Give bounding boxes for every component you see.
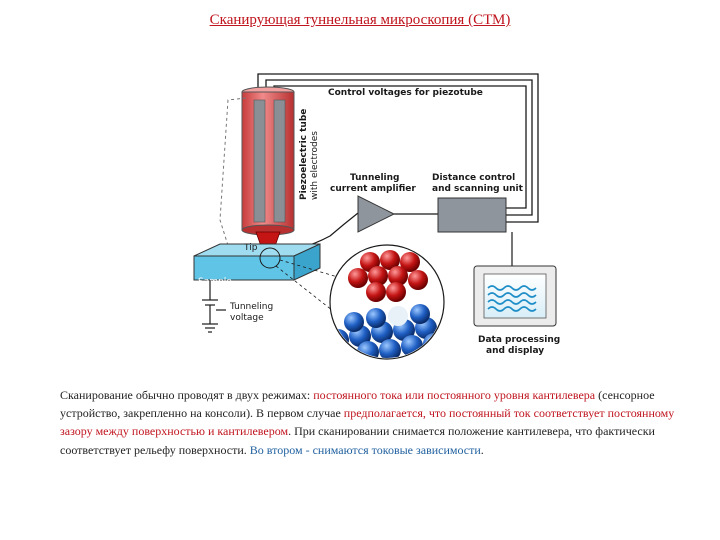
piezo-label: Piezoelectric tube with electrodes — [299, 109, 320, 200]
tv-label-2: voltage — [230, 313, 264, 323]
sample-block — [193, 243, 321, 281]
screen-waves — [487, 285, 537, 312]
data-label-1: Data processing — [478, 335, 560, 345]
desc-part-3: (сенсорное устройство, закрепленно на ко… — [60, 388, 655, 421]
data-label-2: and display — [486, 346, 544, 356]
tip-wire — [299, 212, 359, 249]
desc-part-2: постоянного тока или постоянного уровня … — [313, 388, 596, 402]
tip-label: Tip — [243, 243, 258, 253]
piezo-label-1: Piezoelectric tube — [299, 109, 309, 200]
description-text: Сканирование обычно проводят в двух режи… — [60, 386, 700, 459]
distance-control-box — [437, 197, 507, 233]
piezo-tube — [241, 86, 295, 268]
tv-label-1: Tunneling — [229, 302, 273, 312]
tip-atoms — [348, 250, 428, 302]
piezo-label-2: with electrodes — [310, 131, 320, 200]
lead-dashed — [219, 97, 247, 259]
desc-part-4: предполагается, что постоянный ток соотв… — [60, 406, 675, 439]
dist-label-1: Distance control — [432, 173, 515, 183]
amp-label-1: Tunneling — [350, 173, 400, 183]
atomic-view — [329, 244, 445, 360]
desc-part-7: . — [480, 442, 484, 457]
desc-part-5: . При сканировании снимается положение к… — [60, 424, 655, 457]
sample-label: Sample — [198, 277, 232, 287]
display-monitor — [473, 265, 557, 327]
tunneling-voltage-circuit — [202, 280, 226, 333]
page-title: Сканирующая туннельная микроскопия (СТМ) — [209, 12, 511, 28]
amplifier-triangle — [357, 195, 396, 233]
desc-part-6: Во втором - снимаются токовые зависимост… — [249, 442, 481, 457]
desc-part-1: Сканирование обычно проводят в двух режи… — [60, 388, 314, 402]
control-label: Control voltages for piezotube — [328, 88, 483, 98]
dist-label-2: and scanning unit — [432, 184, 524, 194]
amp-label-2: current amplifier — [330, 184, 416, 194]
tip-zoom-circle — [259, 247, 281, 269]
stm-diagram: Piezoelectric tube with electrodes Contr… — [193, 73, 560, 360]
zoom-line-bottom — [275, 265, 343, 319]
